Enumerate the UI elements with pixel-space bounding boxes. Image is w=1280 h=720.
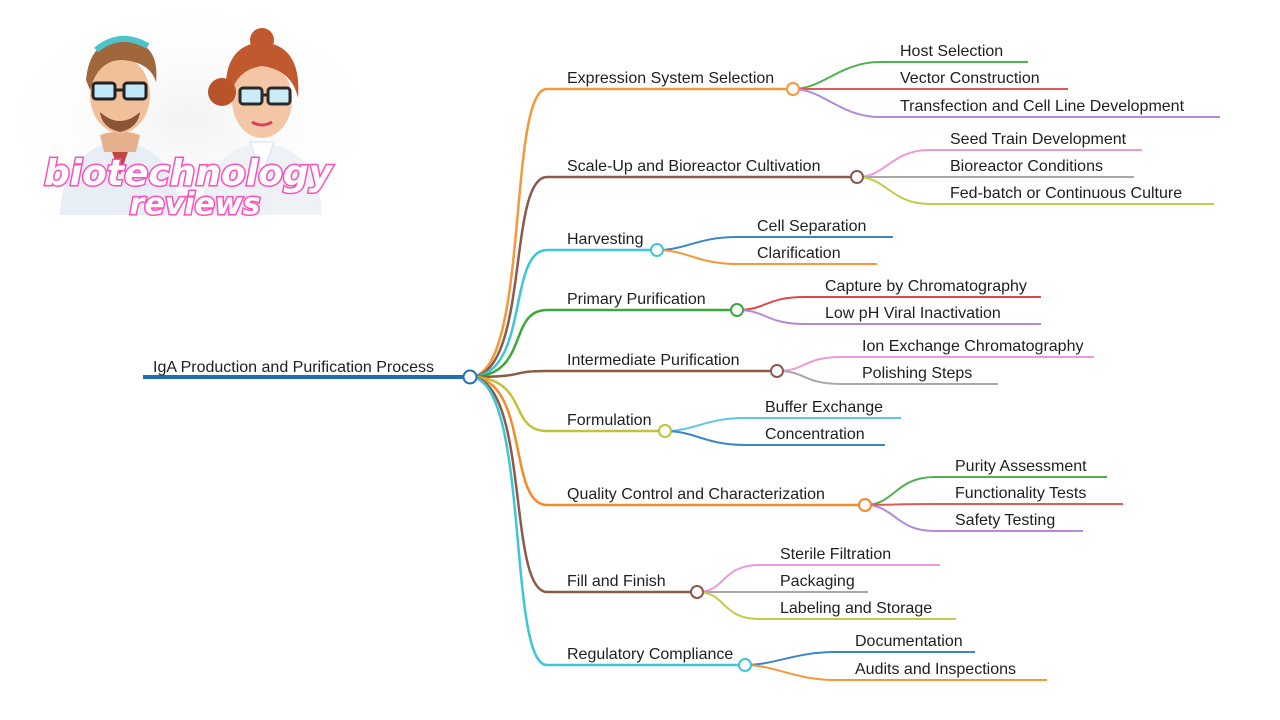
leaf-connector xyxy=(856,149,1142,178)
leaf-label-capture-by-chromatography[interactable]: Capture by Chromatography xyxy=(825,278,1027,295)
leaf-label-polishing-steps[interactable]: Polishing Steps xyxy=(862,365,972,382)
leaf-connector xyxy=(744,651,975,666)
nodes: IgA Production and Purification Process E… xyxy=(153,43,1185,678)
leaf-label-documentation[interactable]: Documentation xyxy=(855,633,963,650)
branch-collapse-toggle[interactable] xyxy=(770,364,784,378)
scientist-man-illustration xyxy=(60,36,180,215)
leaf-connector xyxy=(864,503,1123,506)
branch-connector xyxy=(469,375,745,667)
leaf-label-ion-exchange-chromatography[interactable]: Ion Exchange Chromatography xyxy=(862,338,1083,355)
leaf-label-cell-separation[interactable]: Cell Separation xyxy=(757,218,866,235)
branch-connector xyxy=(469,248,657,379)
leaf-label-host-selection[interactable]: Host Selection xyxy=(900,43,1003,60)
logo-text-line1: biotechnology xyxy=(44,153,334,194)
leaf-label-low-ph-viral-inactivation[interactable]: Low pH Viral Inactivation xyxy=(825,305,1001,322)
branch-connector xyxy=(469,375,865,507)
leaf-label-vector-construction[interactable]: Vector Construction xyxy=(900,70,1040,87)
branch-label-intermediate-purification[interactable]: Intermediate Purification xyxy=(567,352,740,369)
leaf-connector xyxy=(736,309,1041,325)
branch-label-regulatory-compliance[interactable]: Regulatory Compliance xyxy=(567,646,733,663)
branch-connector xyxy=(469,369,777,379)
branch-collapse-toggle[interactable] xyxy=(850,170,864,184)
leaf-connector xyxy=(656,249,877,265)
leaf-connector xyxy=(664,417,901,432)
leaf-label-fed-batch-or-continuous-culture[interactable]: Fed-batch or Continuous Culture xyxy=(950,185,1182,202)
branch-label-formulation[interactable]: Formulation xyxy=(567,412,651,429)
scientist-woman-illustration xyxy=(200,28,322,215)
logo-text-line2: reviews xyxy=(130,187,261,222)
leaf-label-seed-train-development[interactable]: Seed Train Development xyxy=(950,131,1127,148)
leaf-connector xyxy=(864,476,1107,506)
leaf-label-functionality-tests[interactable]: Functionality Tests xyxy=(955,485,1086,502)
branch-connector xyxy=(469,375,665,433)
leaf-connector xyxy=(792,61,1028,90)
leaf-label-buffer-exchange[interactable]: Buffer Exchange xyxy=(765,399,883,416)
branch-connector xyxy=(469,375,697,594)
branch-connector xyxy=(469,175,857,379)
leaf-connector xyxy=(864,504,1083,532)
branch-connector xyxy=(469,87,793,379)
branch-connector xyxy=(469,308,737,379)
branch-collapse-toggle[interactable] xyxy=(690,585,704,599)
leaf-connector xyxy=(776,356,1094,372)
leaf-connector xyxy=(656,236,893,251)
branch-label-harvesting[interactable]: Harvesting xyxy=(567,231,643,248)
branch-collapse-toggle[interactable] xyxy=(786,82,800,96)
branch-collapse-toggle[interactable] xyxy=(730,303,744,317)
leaf-connector xyxy=(792,88,1220,118)
branch-collapse-toggle[interactable] xyxy=(650,243,664,257)
leaf-connector xyxy=(776,370,998,385)
root-collapse-toggle[interactable] xyxy=(462,369,478,385)
connector-lines xyxy=(143,61,1220,681)
leaf-label-audits-and-inspections[interactable]: Audits and Inspections xyxy=(855,661,1016,678)
branch-collapse-toggle[interactable] xyxy=(738,658,752,672)
leaf-connector xyxy=(744,664,1047,681)
branch-label-quality-control-and-characterization[interactable]: Quality Control and Characterization xyxy=(567,486,825,503)
branch-label-fill-and-finish[interactable]: Fill and Finish xyxy=(567,573,666,590)
leaf-label-concentration[interactable]: Concentration xyxy=(765,426,865,443)
root-node-label[interactable]: IgA Production and Purification Process xyxy=(153,359,434,376)
leaf-label-purity-assessment[interactable]: Purity Assessment xyxy=(955,458,1087,475)
leaf-connector xyxy=(664,430,885,446)
branch-collapse-toggle[interactable] xyxy=(658,424,672,438)
biotechnology-reviews-logo: biotechnology reviews xyxy=(0,2,380,238)
leaf-connector xyxy=(856,176,1214,205)
leaf-connector xyxy=(696,591,956,620)
leaf-connector xyxy=(736,296,1041,311)
branch-label-expression-system-selection[interactable]: Expression System Selection xyxy=(567,70,774,87)
leaf-label-labeling-and-storage[interactable]: Labeling and Storage xyxy=(780,600,932,617)
leaf-label-transfection-and-cell-line-development[interactable]: Transfection and Cell Line Development xyxy=(900,98,1185,115)
leaf-label-bioreactor-conditions[interactable]: Bioreactor Conditions xyxy=(950,158,1103,175)
branch-label-primary-purification[interactable]: Primary Purification xyxy=(567,291,706,308)
leaf-label-packaging[interactable]: Packaging xyxy=(780,573,855,590)
leaf-label-clarification[interactable]: Clarification xyxy=(757,245,841,262)
leaf-label-safety-testing[interactable]: Safety Testing xyxy=(955,512,1055,529)
branch-label-scale-up-and-bioreactor-cultivation[interactable]: Scale-Up and Bioreactor Cultivation xyxy=(567,158,820,175)
leaf-connector xyxy=(696,564,940,593)
leaf-label-sterile-filtration[interactable]: Sterile Filtration xyxy=(780,546,891,563)
branch-collapse-toggle[interactable] xyxy=(858,498,872,512)
